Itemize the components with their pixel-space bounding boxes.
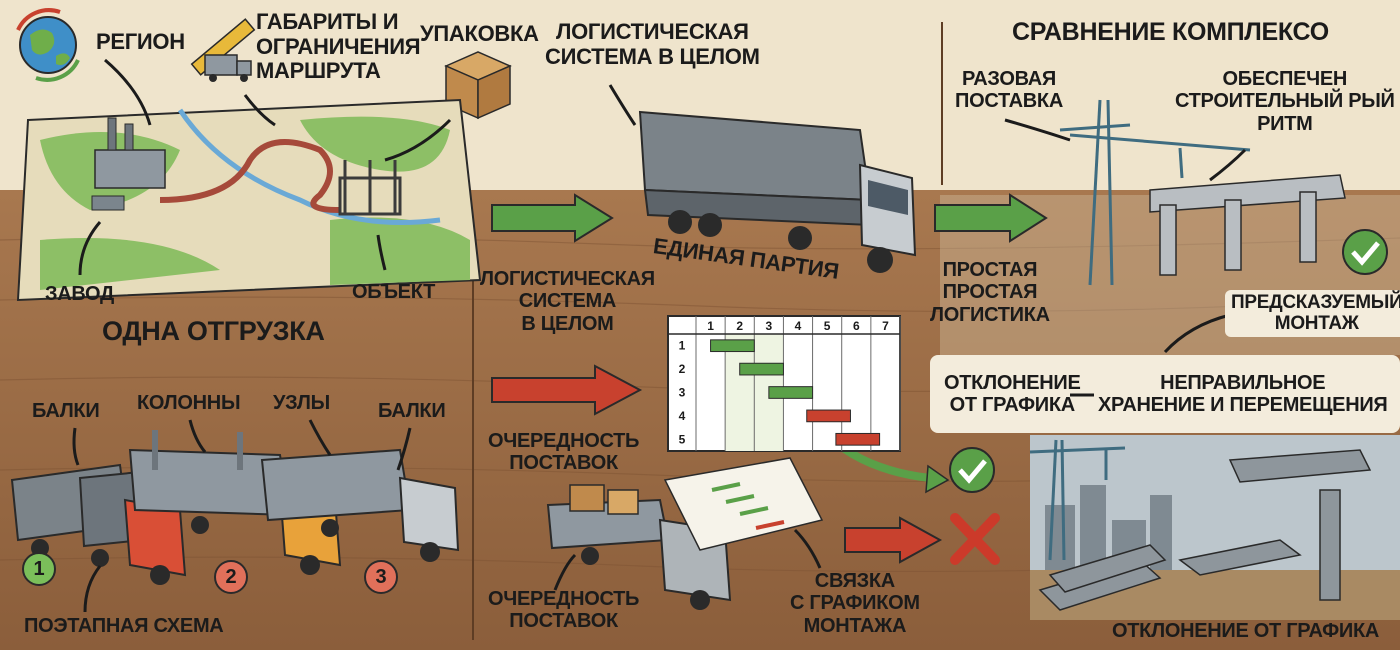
gantt-column-label: 5	[824, 319, 831, 333]
deviation-panel	[930, 355, 1400, 433]
label-packaging: УПАКОВКА	[420, 21, 539, 46]
gantt-row-label: 5	[679, 432, 686, 446]
gantt-highlight-column	[725, 334, 755, 451]
label-nodes: УЗЛЫ	[273, 392, 330, 414]
label-schedule-deviation-bottom: ОТКЛОНЕНИЕ ОТ ГРАФИКА	[1112, 620, 1380, 642]
pointer-factory	[78, 221, 102, 276]
pointer-columns	[188, 419, 207, 453]
schedule-paper	[663, 457, 824, 551]
gantt-column-label: 6	[853, 319, 860, 333]
label-delivery-sequence-bottom: ОЧЕРЕДНОСТЬ ПОСТАВОК	[488, 588, 640, 633]
green-curved-arrow-head	[925, 464, 950, 494]
pointer-logistics-top	[608, 84, 637, 126]
green-arrow-to-truck	[491, 193, 614, 243]
pointer-link-schedule	[793, 528, 822, 569]
pointer-staged	[83, 565, 102, 613]
label-factory: ЗАВОД	[45, 283, 114, 305]
label-region: РЕГИОН	[96, 29, 185, 54]
gantt-bar-late	[835, 432, 881, 446]
pointer-sequence-bottom	[553, 553, 577, 591]
delivery-gantt-chart: 1 2 3 4 5 6 7 1 2 3 4 5	[667, 315, 901, 452]
globe-icon	[16, 8, 80, 82]
large-covered-truck	[638, 110, 917, 273]
gantt-bar-late	[806, 409, 851, 423]
truck-stage-1	[10, 463, 187, 585]
label-delivery-sequence-mid: ОЧЕРЕДНОСТЬ ПОСТАВОК	[488, 430, 640, 475]
crane-bottom	[1029, 439, 1126, 561]
red-arrow-to-cross	[844, 516, 943, 564]
gantt-bar-on-time	[739, 362, 784, 376]
label-object: ОБЪЕКТ	[352, 281, 436, 303]
check-icon-top	[1342, 229, 1388, 275]
label-beams-2: БАЛКИ	[378, 400, 446, 422]
gantt-column-label: 3	[766, 319, 773, 333]
route-map	[16, 98, 482, 302]
ruler-truck-icon	[190, 18, 256, 82]
concrete-frame	[1149, 174, 1346, 276]
pointer-beams-1	[72, 427, 80, 466]
gantt-column-label: 1	[707, 319, 714, 333]
pointer-region	[104, 58, 152, 126]
city-silhouette	[1045, 485, 1172, 575]
label-logistics-system-top: ЛОГИСТИЧЕСКАЯ СИСТЕМА В ЦЕЛОМ	[545, 19, 760, 69]
pointer-beams-2	[396, 427, 412, 471]
gantt-column-label: 2	[736, 319, 743, 333]
label-staged-scheme: ПОЭТАПНАЯ СХЕМА	[24, 615, 224, 637]
stage-number-3: 3	[364, 560, 398, 594]
check-icon-mid	[949, 447, 995, 493]
label-beams-1: БАЛКИ	[32, 400, 100, 422]
gantt-row-label: 2	[679, 362, 686, 376]
pointer-object	[376, 234, 387, 271]
gantt-column-label: 4	[795, 319, 802, 333]
gantt-row-label: 4	[679, 409, 686, 423]
label-link-schedule: СВЯЗКА С ГРАФИКОМ МОНТАЖА	[790, 570, 920, 637]
truck-stage-3	[260, 448, 460, 562]
pointer-rhythm	[1209, 148, 1247, 182]
gantt-bar-on-time	[768, 386, 814, 399]
stage-number-2: 2	[214, 560, 248, 594]
label-simple-logistics: ПРОСТАЯ ПРОСТАЯ ЛОГИСТИКА	[930, 259, 1050, 326]
label-improper-storage: НЕПРАВИЛЬНОЕ ХРАНЕНИЕ И ПЕРЕМЕЩЕНИЯ	[1098, 372, 1388, 417]
gantt-bar-on-time	[710, 339, 755, 353]
crane-top	[1059, 99, 1251, 286]
gantt-row-label: 1	[679, 339, 686, 353]
label-construction-rhythm: ОБЕСПЕЧЕН СТРОИТЕЛЬНЫЙ РЫЙ РИТМ	[1175, 68, 1395, 135]
label-one-time-delivery: РАЗОВАЯ ПОСТАВКА	[955, 68, 1063, 113]
pointer-nodes	[308, 419, 332, 456]
label-route-dimensions: ГАБАРИТЫ И ОГРАНИЧЕНИЯ МАРШРУТА	[256, 9, 421, 84]
beam-pile	[1038, 449, 1372, 611]
pointer-dims	[243, 94, 276, 127]
label-schedule-deviation: ОТКЛОНЕНИЕ ОТ ГРАФИКА	[944, 372, 1081, 417]
stage-number-1: 1	[22, 552, 56, 586]
label-comparison: СРАВНЕНИЕ КОМПЛЕКСО	[1012, 18, 1329, 46]
label-columns: КОЛОННЫ	[137, 392, 241, 414]
green-arrow-to-simple	[934, 193, 1048, 243]
pointer-one-time	[1004, 118, 1071, 142]
gantt-row-label: 3	[679, 386, 686, 400]
gantt-column-label: 7	[882, 319, 889, 333]
arrows	[72, 58, 1247, 613]
label-logistics-system-mid: ЛОГИСТИЧЕСКАЯ СИСТЕМА В ЦЕЛОМ	[480, 268, 655, 335]
gantt-frame	[667, 315, 901, 452]
pointer-packaging	[384, 118, 452, 162]
cross-icon	[950, 513, 1000, 565]
label-predictable-assembly: ПРЕДСКАЗУЕМЫЙ МОНТАЖ	[1225, 290, 1400, 337]
red-arrow-to-gantt	[491, 364, 643, 416]
label-one-shipment: ОДНА ОТГРУЗКА	[102, 316, 325, 346]
pointer-predictable	[1163, 313, 1231, 354]
